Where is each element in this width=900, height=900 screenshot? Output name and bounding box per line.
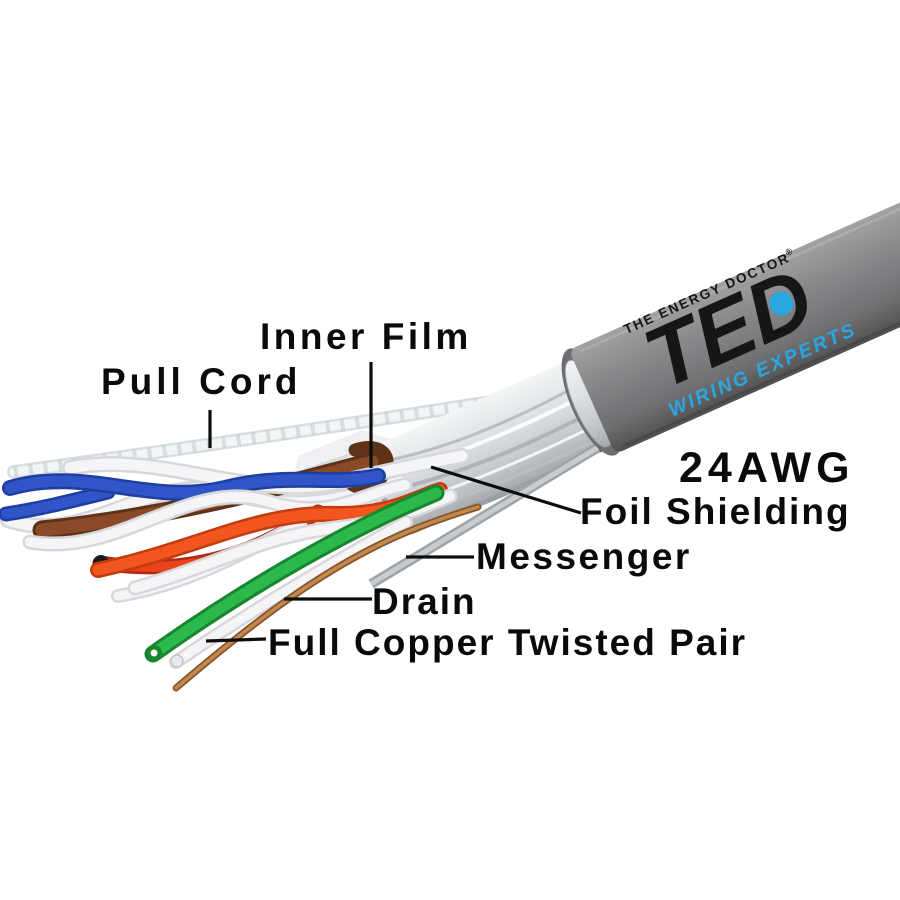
label-awg: 24AWG <box>679 444 855 492</box>
jacket-highlight <box>579 127 900 353</box>
leader-lines <box>205 362 582 643</box>
label-full-copper: Full Copper Twisted Pair <box>268 622 748 663</box>
label-messenger: Messenger <box>476 536 692 577</box>
drain-wire <box>172 503 482 692</box>
wire-blue-1 <box>2 468 386 501</box>
label-pull-cord: Pull Cord <box>101 361 302 402</box>
label-drain: Drain <box>372 581 477 622</box>
wire-green <box>144 484 445 663</box>
cable-jacket-group: THE ENERGY DOCTOR ® TED WIRING EXPERTS <box>561 120 900 456</box>
wire-green-end-core <box>150 649 158 657</box>
wire-green-white <box>169 515 413 669</box>
leader-foil-shielding <box>430 465 582 515</box>
leader-full-copper <box>205 637 267 643</box>
wire-blue-2 <box>0 484 116 522</box>
twisted-pairs <box>0 441 482 692</box>
wire-green-white-end <box>170 654 184 668</box>
wire-white-3 <box>22 477 413 552</box>
brand-registered-icon: ® <box>784 246 794 258</box>
label-inner-film: Inner Film <box>260 316 472 357</box>
brand-dot-icon <box>769 291 794 316</box>
cable-jacket <box>571 120 900 452</box>
jacket-shadow <box>622 222 900 448</box>
label-foil-shielding: Foil Shielding <box>580 491 851 532</box>
